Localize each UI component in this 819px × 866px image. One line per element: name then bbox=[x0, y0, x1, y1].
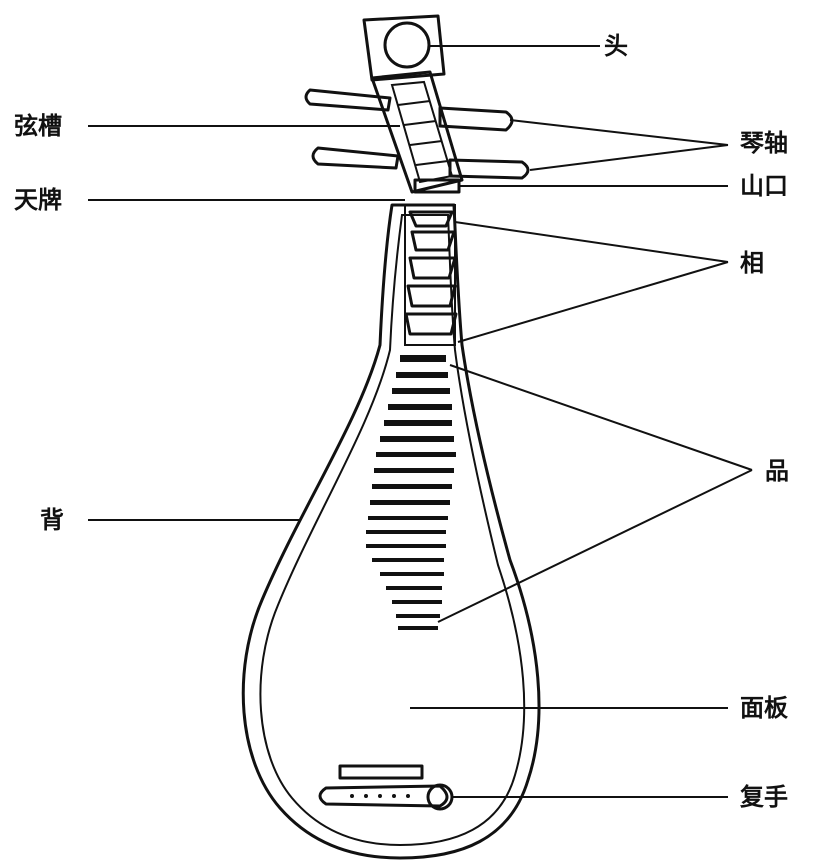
label-frets-pin: 品 bbox=[765, 459, 789, 483]
label-back: 背 bbox=[40, 508, 64, 532]
label-string-slot: 弦槽 bbox=[14, 114, 62, 138]
bridge bbox=[320, 766, 452, 809]
head bbox=[364, 16, 444, 80]
label-nut: 山口 bbox=[740, 174, 788, 198]
label-bridge: 复手 bbox=[740, 785, 788, 809]
label-upper-plate: 天牌 bbox=[14, 188, 62, 212]
leader-pin-1 bbox=[450, 365, 752, 470]
label-frets-xiang: 相 bbox=[740, 251, 764, 275]
label-head: 头 bbox=[604, 34, 628, 58]
leader-xiang-2 bbox=[458, 262, 728, 342]
leader-xiang-1 bbox=[455, 222, 728, 262]
leader-peg-2 bbox=[530, 145, 728, 170]
label-tuning-pegs: 琴轴 bbox=[740, 131, 788, 155]
leader-peg-1 bbox=[510, 120, 728, 145]
label-soundboard: 面板 bbox=[740, 696, 788, 720]
leader-pin-2 bbox=[438, 470, 752, 622]
pin-frets bbox=[366, 355, 456, 630]
